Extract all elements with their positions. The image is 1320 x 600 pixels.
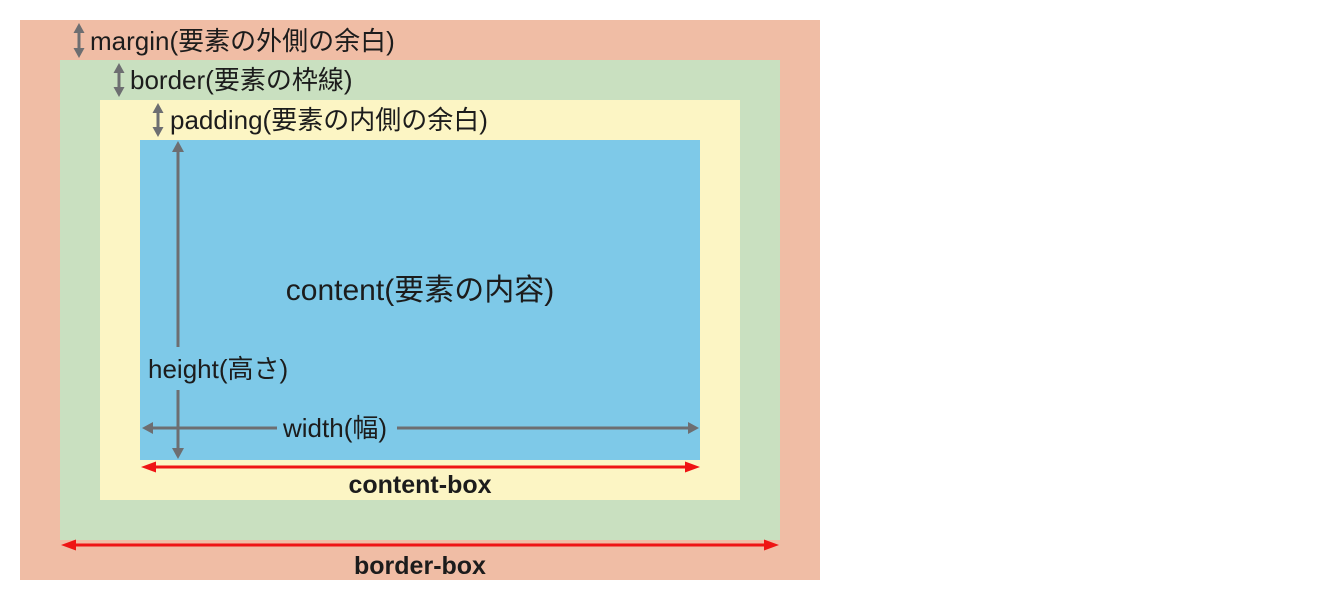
border-label: border(要素の枠線): [130, 65, 353, 95]
content-label: content(要素の内容): [285, 274, 555, 307]
content-box-label: content-box: [348, 471, 492, 499]
border-box-label: border-box: [354, 552, 486, 580]
height-label: height(高さ): [148, 354, 289, 384]
width-label: width(幅): [283, 413, 388, 443]
margin-label: margin(要素の外側の余白): [90, 26, 395, 56]
content-area: [140, 140, 700, 460]
padding-label: padding(要素の内側の余白): [170, 105, 488, 135]
